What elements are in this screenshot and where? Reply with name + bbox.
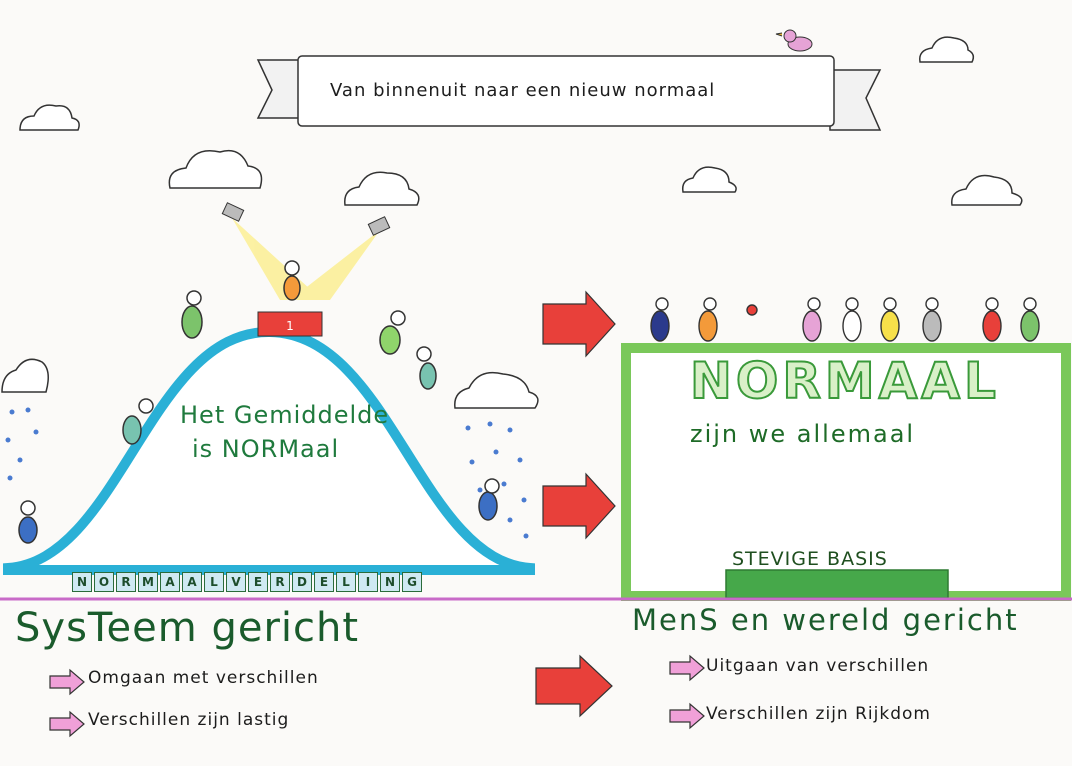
axis-letter-box: L [204, 572, 224, 592]
pink-arrow-icon [49, 654, 705, 738]
axis-letter-box: R [270, 572, 290, 592]
figure-icon [181, 290, 203, 339]
stevige-basis-label: STEVIGE BASIS [732, 548, 888, 570]
podium-number: 1 [286, 319, 294, 333]
normaal-subtitle: zijn we allemaal [690, 420, 916, 448]
rain-cloud-left-icon [1, 358, 49, 393]
figure-icon [416, 346, 437, 390]
axis-letter-box: E [314, 572, 334, 592]
axis-letter-box: E [248, 572, 268, 592]
red-arrow-mid [542, 472, 616, 540]
figure-icon [283, 260, 301, 301]
axis-letter-box: M [138, 572, 158, 592]
axis-letter-box: N [72, 572, 92, 592]
normaal-block [621, 343, 1071, 601]
right-heading: MenS en wereld gericht [632, 603, 1019, 637]
red-arrow-top [542, 290, 616, 358]
axis-letter-box: A [182, 572, 202, 592]
axis-letter-box: V [226, 572, 246, 592]
cloud-icon [919, 36, 975, 63]
rain-drops [5, 407, 529, 539]
axis-letter-box: L [336, 572, 356, 592]
axis-letter-box: R [116, 572, 136, 592]
cloud-icon [344, 171, 420, 206]
curve-title: Het Gemiddelde is NORMaal [180, 398, 389, 466]
figure-icon [122, 398, 154, 445]
curve-title-line1: Het Gemiddelde [180, 401, 390, 429]
stevige-basis-block [725, 569, 949, 599]
red-arrow-bottom [535, 654, 613, 718]
spotlight-icon [221, 202, 391, 236]
right-bullet-1: Uitgaan van verschillen [706, 656, 930, 676]
cloud-icon [19, 104, 80, 131]
figure-icon [379, 310, 406, 355]
diverse-figures [650, 297, 1040, 342]
normaal-title: NORMAAL [689, 351, 1000, 411]
axis-letter-box: O [94, 572, 114, 592]
figure-icon [18, 500, 38, 544]
cloud-icon [168, 149, 263, 189]
axis-letter-box: A [160, 572, 180, 592]
axis-letter-box: D [292, 572, 312, 592]
figure-icon [478, 478, 500, 521]
banner [256, 55, 882, 131]
left-bullet-2: Verschillen zijn lastig [88, 710, 290, 730]
cloud-icon [951, 174, 1023, 206]
left-bullet-1: Omgaan met verschillen [88, 668, 319, 688]
rain-cloud-right-icon [454, 371, 539, 409]
left-heading: SysTeem gericht [15, 605, 360, 651]
cloud-icon [681, 166, 737, 193]
right-bullet-2: Verschillen zijn Rijkdom [706, 704, 931, 724]
banner-title: Van binnenuit naar een nieuw normaal [330, 80, 716, 101]
curve-title-line2: is NORMaal [192, 435, 340, 463]
axis-letter-box: G [402, 572, 422, 592]
spotlight-beams [232, 218, 380, 300]
podium [257, 311, 323, 337]
bird-icon [775, 29, 813, 52]
axis-letter-box: N [380, 572, 400, 592]
axis-letter-box: I [358, 572, 378, 592]
